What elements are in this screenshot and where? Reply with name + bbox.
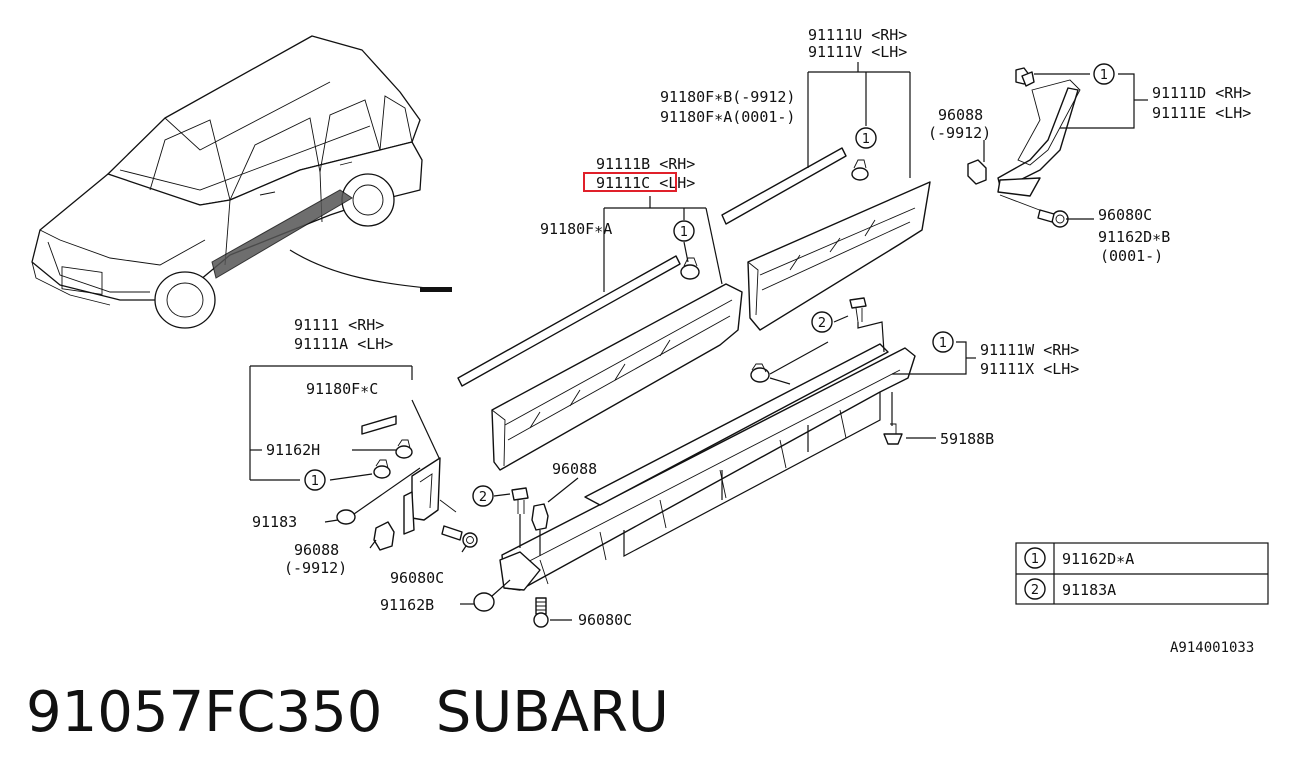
diagram-code: A914001033 xyxy=(1170,640,1254,656)
label-91111: 91111 <RH> xyxy=(294,316,384,334)
label-91162DB: 91162D∗B xyxy=(1098,228,1170,246)
svg-text:1: 1 xyxy=(1031,552,1039,567)
callout-1-top: 1 xyxy=(855,127,877,149)
label-91111U: 91111U <RH> xyxy=(808,26,907,44)
label-59188B: 59188B xyxy=(940,430,994,448)
page-title: 91057FC350 SUBARU xyxy=(26,680,669,745)
svg-text:91162D∗A: 91162D∗A xyxy=(1062,550,1134,568)
label-91111A: 91111A <LH> xyxy=(294,335,393,353)
svg-text:2: 2 xyxy=(1031,583,1039,598)
vehicle-illustration xyxy=(31,35,453,329)
legend-row-1: 1 91162D∗A xyxy=(1024,547,1134,569)
svg-text:1: 1 xyxy=(311,474,319,489)
callout-2-left: 2 xyxy=(472,485,494,507)
label-91180FB: 91180F∗B(-9912) xyxy=(660,88,795,106)
svg-text:2: 2 xyxy=(479,490,487,505)
highlight-box-91111C xyxy=(583,172,677,192)
label-96080C-lower: 96080C xyxy=(578,611,632,629)
front-door-molding-assembly xyxy=(457,196,743,471)
callout-1-lower: 1 xyxy=(932,331,954,353)
label-91111B: 91111B <RH> xyxy=(596,155,695,173)
svg-text:1: 1 xyxy=(680,225,688,240)
legend-row-2: 2 91183A xyxy=(1024,578,1116,600)
label-91162DB-range: (0001-) xyxy=(1100,247,1163,265)
callout-legend: 1 91162D∗A 2 91183A xyxy=(1015,542,1269,605)
svg-text:1: 1 xyxy=(862,132,870,147)
side-sill-assembly xyxy=(460,297,976,628)
label-91180FA: 91180F∗A xyxy=(540,220,612,238)
callout-1-left: 1 xyxy=(304,469,326,491)
label-91111C: 91111C <LH> xyxy=(596,174,695,192)
label-91111D: 91111D <RH> xyxy=(1152,84,1251,102)
rear-door-molding-assembly xyxy=(721,62,931,331)
callout-2-lower: 2 xyxy=(811,311,833,333)
label-91162B: 91162B xyxy=(380,596,434,614)
label-91111V: 91111V <LH> xyxy=(808,43,907,61)
label-91180FC: 91180F∗C xyxy=(306,380,378,398)
callout-markers: 1 1 1 1 1 2 2 xyxy=(304,63,1115,507)
label-96088-top-range: (-9912) xyxy=(928,124,991,142)
front-fender-molding-assembly xyxy=(249,365,478,553)
svg-text:1: 1 xyxy=(1100,68,1108,83)
part-number: 91057FC350 xyxy=(26,680,383,745)
part-labels: 91111U <RH> 91111V <LH> 91180F∗B(-9912) … xyxy=(252,26,1251,629)
label-91162H: 91162H xyxy=(266,441,320,459)
label-91111E: 91111E <LH> xyxy=(1152,104,1251,122)
rear-fender-molding-assembly xyxy=(967,67,1148,228)
svg-text:91183A: 91183A xyxy=(1062,581,1116,599)
label-96080C-left: 96080C xyxy=(390,569,444,587)
label-96088-left: 96088 xyxy=(294,541,339,559)
side-sill-highlight xyxy=(211,189,353,279)
brand-name: SUBARU xyxy=(435,680,669,745)
label-96088-lower: 96088 xyxy=(552,460,597,478)
callout-1-topright: 1 xyxy=(1093,63,1115,85)
label-91111X: 91111X <LH> xyxy=(980,360,1079,378)
svg-text:1: 1 xyxy=(939,336,947,351)
label-96080C-top: 96080C xyxy=(1098,206,1152,224)
label-91180FA-0001: 91180F∗A(0001-) xyxy=(660,108,795,126)
callout-1-center: 1 xyxy=(673,220,695,242)
label-96088-left-range: (-9912) xyxy=(284,559,347,577)
label-91183: 91183 xyxy=(252,513,297,531)
svg-text:2: 2 xyxy=(818,316,826,331)
label-91111W: 91111W <RH> xyxy=(980,341,1079,359)
label-96088-top: 96088 xyxy=(938,106,983,124)
